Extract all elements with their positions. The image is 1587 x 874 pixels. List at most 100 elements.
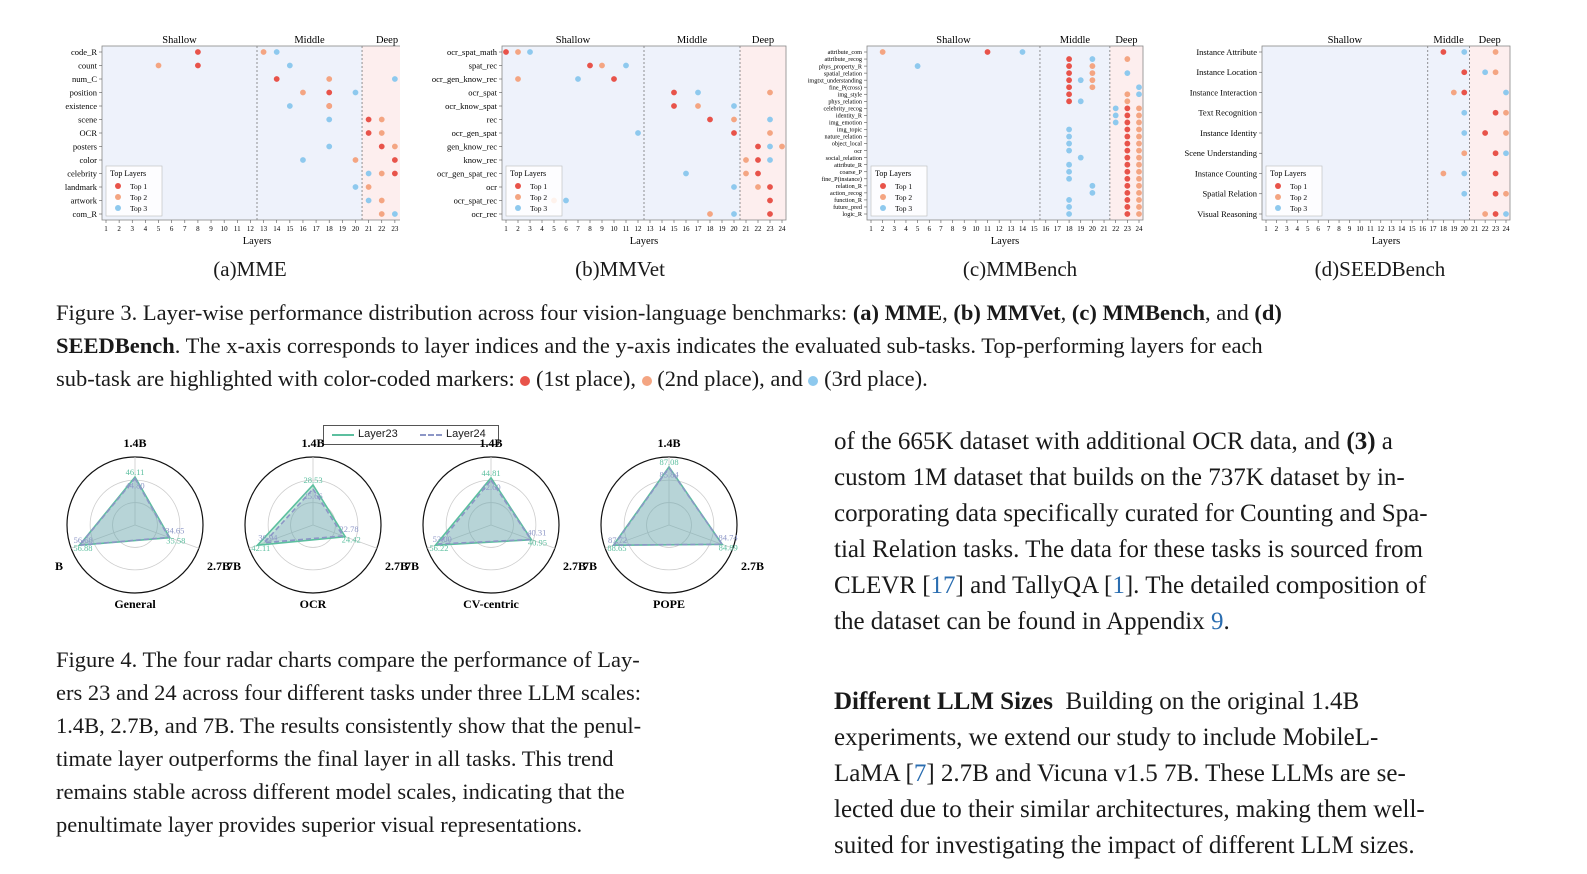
caption-text: (3rd place).: [818, 366, 928, 391]
point-top1: [1066, 84, 1072, 91]
body-text: of the 665K dataset with additional OCR …: [834, 428, 1347, 455]
y-tick-label: imgtxt_understanding: [808, 77, 862, 84]
legend-title: Top Layers: [510, 169, 546, 178]
point-top2: [1136, 175, 1142, 182]
radar-legend: Layer23 Layer24: [323, 425, 499, 445]
point-top3: [914, 63, 921, 69]
y-tick-label: ocr_rec: [472, 209, 498, 219]
x-axis-label: Layers: [630, 236, 659, 247]
legend-entry: Top 2: [895, 193, 912, 202]
x-tick-label: 2: [1275, 225, 1279, 233]
x-tick-label: 4: [904, 225, 908, 233]
point-top3: [527, 49, 533, 55]
y-tick-label: existence: [65, 101, 97, 111]
x-tick-label: 22: [1482, 225, 1490, 233]
point-top3: [391, 211, 398, 217]
radar-axis-label: 1.4B: [657, 436, 680, 450]
y-tick-label: ocr_spat_rec: [454, 195, 498, 205]
x-tick-label: 19: [719, 225, 727, 233]
y-tick-label: com_R: [72, 209, 97, 219]
y-tick-label: action_recog: [830, 190, 862, 197]
caption-bold: (d): [1254, 300, 1282, 325]
citation-link[interactable]: 17: [930, 572, 956, 599]
x-tick-label: 8: [588, 225, 592, 233]
y-tick-label: color: [80, 155, 98, 165]
point-top2: [707, 211, 713, 217]
y-tick-label: identity_R: [836, 113, 863, 120]
y-tick-label: logic_R: [842, 211, 862, 218]
region-label: Deep: [752, 35, 774, 46]
point-top3: [1461, 130, 1468, 136]
point-top2: [743, 170, 749, 177]
appendix-link[interactable]: 9: [1210, 608, 1224, 635]
x-tick-label: 14: [1019, 225, 1027, 233]
point-top3: [1461, 109, 1468, 116]
point-top3: [1066, 140, 1072, 147]
radar-value-label: 87.08: [659, 457, 678, 467]
point-top3: [1066, 161, 1072, 168]
radar-value-label: 84.74: [719, 532, 739, 542]
point-top3: [1089, 182, 1096, 189]
x-tick-label: 9: [600, 225, 604, 233]
point-top1: [1066, 98, 1072, 105]
point-top2: [1136, 147, 1142, 154]
region-label: Deep: [376, 35, 398, 46]
citation-link[interactable]: 1: [1112, 572, 1125, 599]
y-tick-label: Instance Location: [1196, 67, 1257, 77]
point-top2: [378, 130, 385, 136]
radar-axis-label: 2.7B: [385, 559, 408, 573]
point-top2: [1136, 197, 1142, 203]
x-tick-label: 13: [1388, 225, 1396, 233]
region-label: Shallow: [556, 35, 591, 46]
radar-value-label: 42.60: [481, 482, 500, 492]
region-label: Middle: [294, 35, 325, 46]
point-top3: [1461, 190, 1468, 197]
y-tick-label: social_relation: [826, 155, 862, 162]
x-tick-label: 11: [623, 225, 630, 233]
point-top2: [1136, 126, 1142, 133]
point-top1: [195, 62, 201, 69]
y-tick-label: num_C: [72, 74, 97, 84]
caption-line: Figure 4. The four radar charts compare …: [56, 647, 640, 672]
citation-link[interactable]: 7: [913, 760, 927, 787]
point-top2: [755, 184, 761, 190]
x-tick-label: 23: [1124, 225, 1132, 233]
y-tick-label: Instance Identity: [1200, 128, 1258, 138]
x-tick-label: 2: [516, 225, 520, 233]
point-top2: [779, 143, 785, 150]
x-tick-label: 11: [1367, 225, 1374, 233]
radar-value-label: 56.68: [74, 535, 93, 545]
point-top1: [195, 49, 201, 55]
radar-title: General: [114, 597, 156, 611]
point-top1: [503, 49, 509, 55]
x-tick-label: 20: [1089, 225, 1097, 233]
point-top1: [1124, 168, 1131, 175]
radar-value-label: 34.65: [165, 525, 184, 535]
point-top2: [1136, 119, 1142, 126]
legend-entry: Top 1: [530, 182, 547, 191]
point-top1: [1440, 49, 1447, 55]
legend-marker-icon: [1275, 194, 1281, 200]
point-top1: [1124, 197, 1131, 203]
point-top2: [1503, 130, 1509, 136]
point-top2: [1136, 168, 1142, 175]
radar-spoke: [604, 524, 670, 549]
radar-value-label: 87.72: [608, 535, 627, 545]
point-top1: [1124, 154, 1131, 161]
y-tick-label: future_pred: [833, 204, 863, 211]
radar-value-label: 22.78: [339, 524, 358, 534]
point-top2: [879, 49, 886, 55]
point-top1: [365, 130, 372, 136]
x-tick-label: 12: [1377, 225, 1385, 233]
point-top2: [515, 49, 521, 55]
x-tick-label: 21: [743, 225, 751, 233]
y-tick-label: attribute_recog: [825, 56, 862, 63]
subfig-label-mmbench: (c)MMBench: [962, 257, 1078, 281]
body-line: experiments, we extend our study to incl…: [834, 724, 1379, 751]
point-top2: [1124, 98, 1131, 105]
point-top3: [767, 157, 773, 163]
point-top3: [286, 62, 293, 69]
radar-value-label: 88.65: [607, 543, 626, 553]
layer23-polygon: [433, 476, 533, 547]
